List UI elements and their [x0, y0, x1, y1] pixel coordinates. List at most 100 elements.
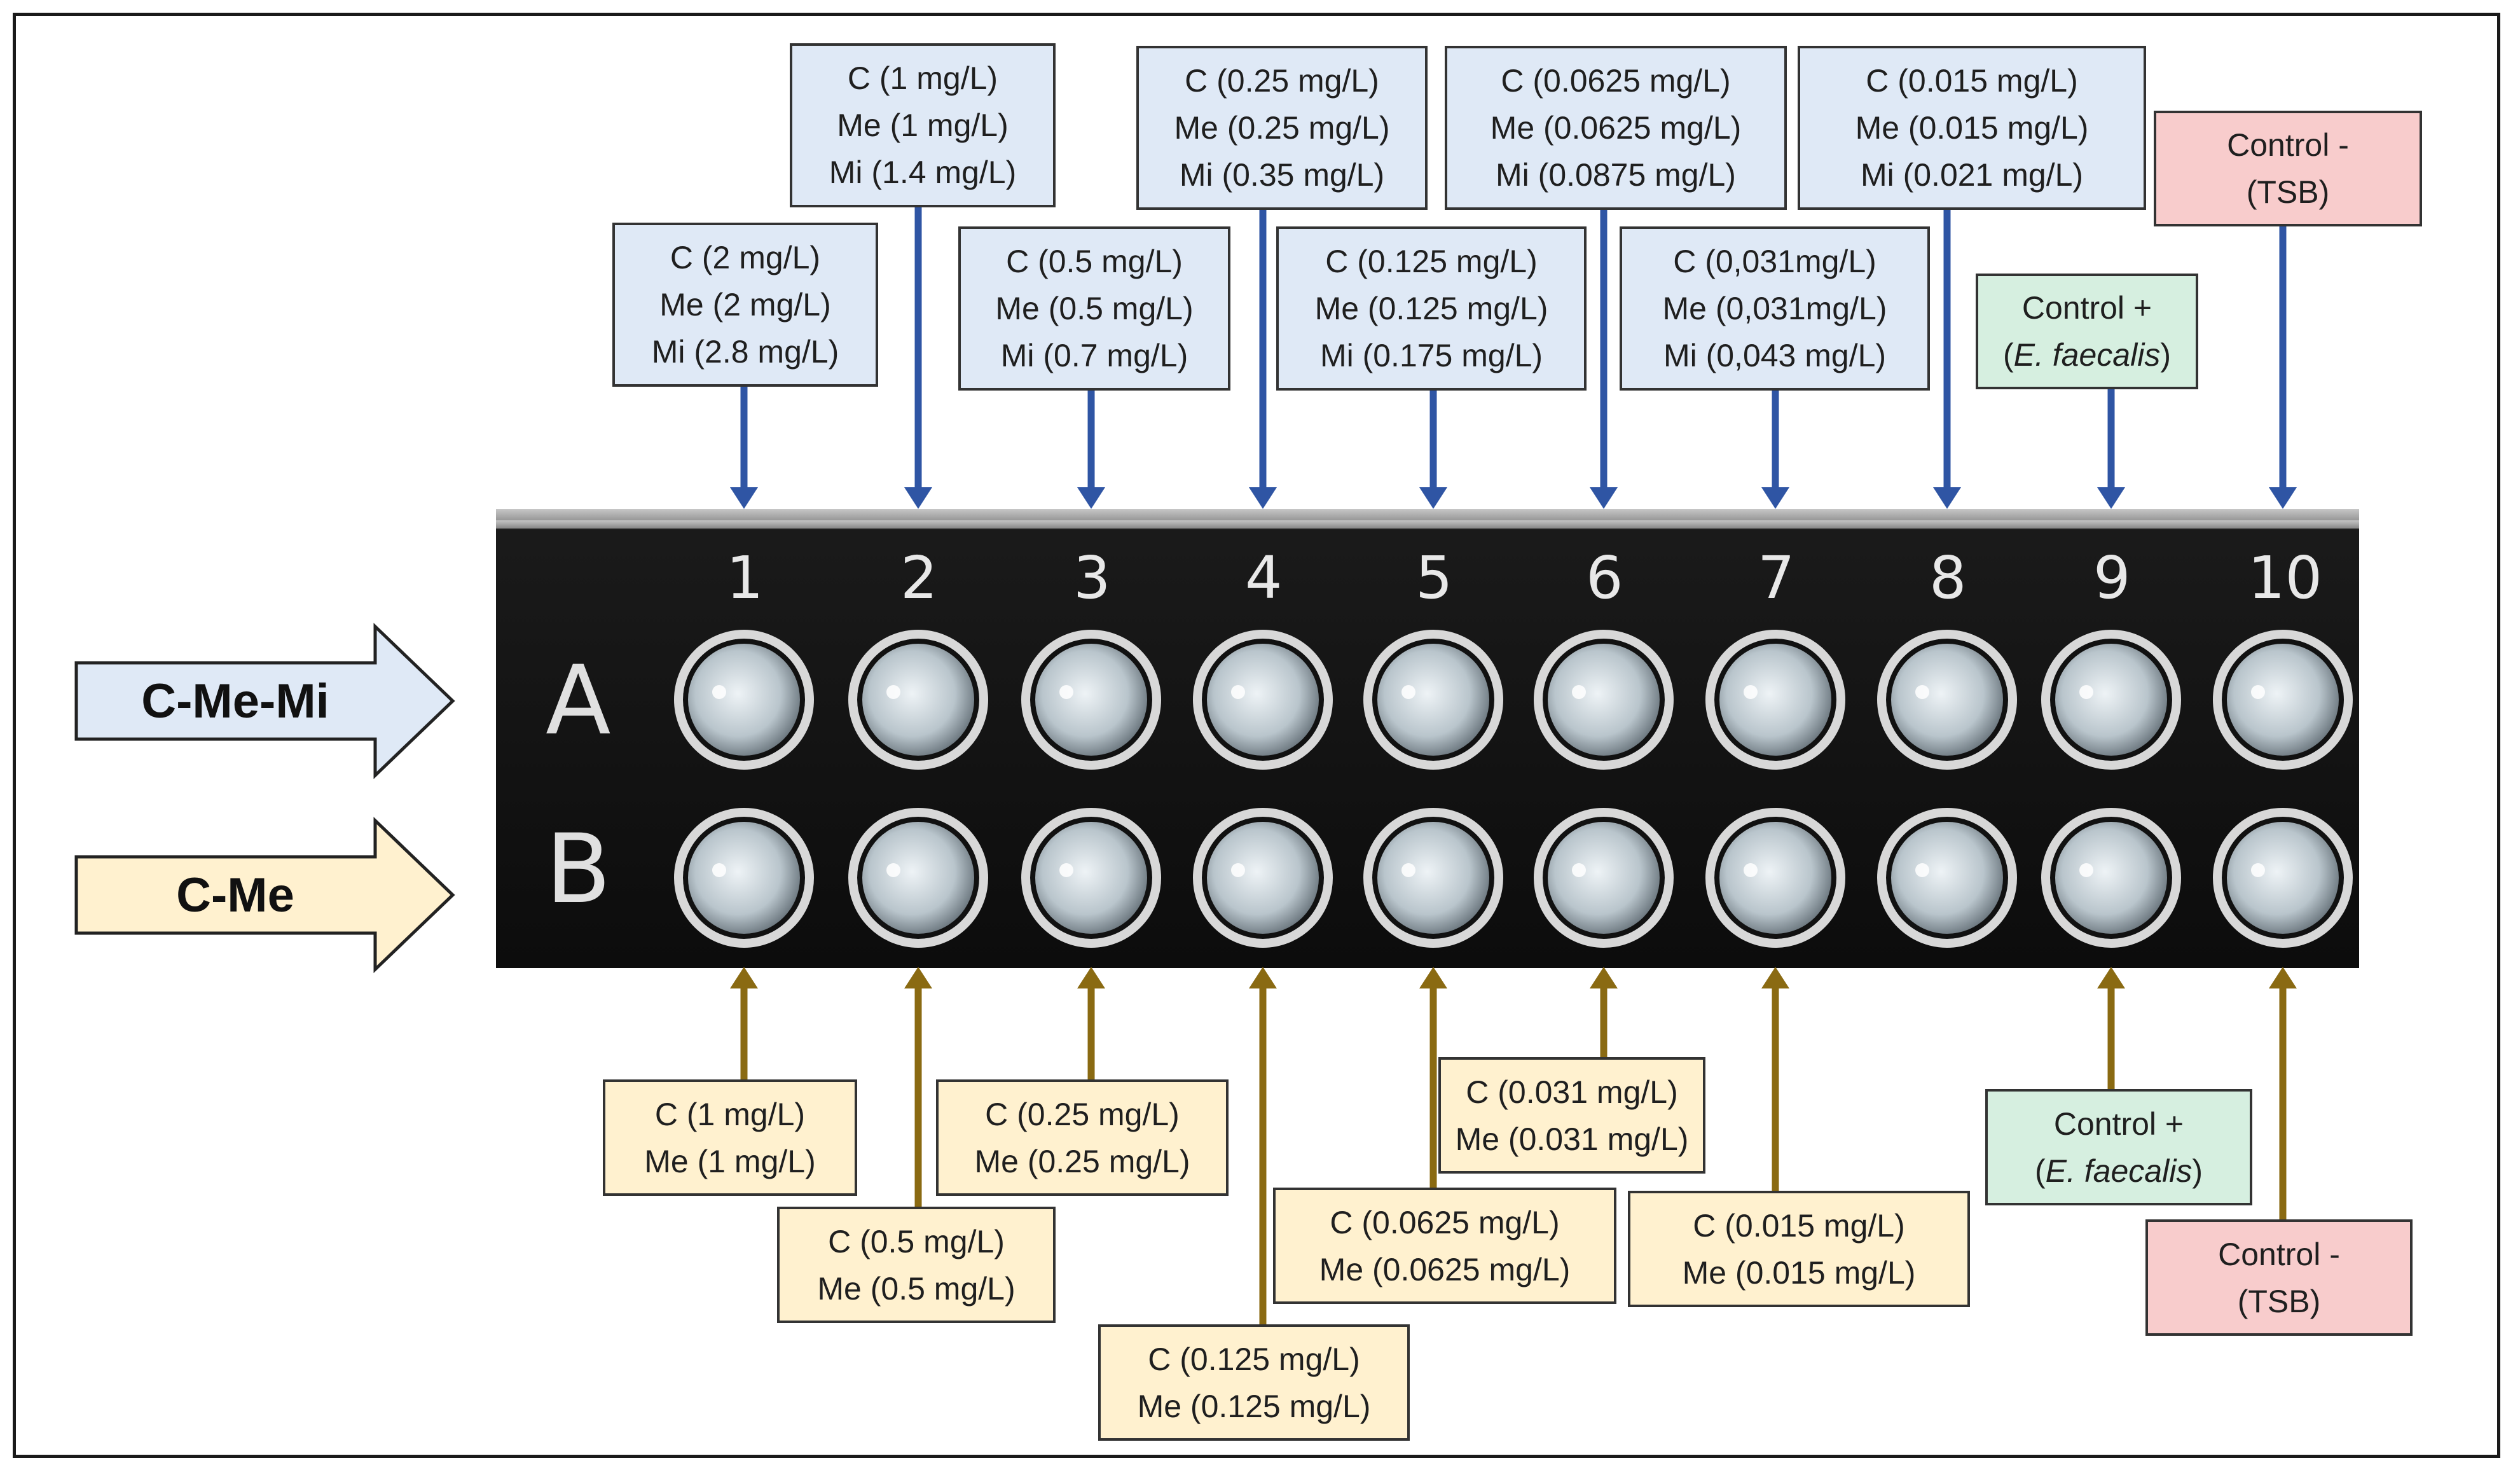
row-label-c-me-mi: C-Me-Mi	[141, 674, 329, 728]
top-label-2-line-3: Mi (1.4 mg/L)	[829, 155, 1017, 190]
bottom-label-4-line-1: C (0.125 mg/L)	[1148, 1341, 1360, 1377]
bottom-label-4-line-2: Me (0.125 mg/L)	[1137, 1388, 1371, 1424]
well-B8	[1877, 808, 2017, 948]
bottom-label-4: C (0.125 mg/L) Me (0.125 mg/L)	[1098, 1324, 1410, 1441]
bottom-label-1-line-1: C (1 mg/L)	[654, 1096, 806, 1132]
well-B3	[1021, 808, 1161, 948]
top-label-6-line-1: C (0.0625 mg/L)	[1501, 63, 1731, 99]
row-letter-a: A	[546, 646, 611, 756]
bottom-label-2: C (0.5 mg/L) Me (0.5 mg/L)	[777, 1207, 1056, 1323]
well-B9	[2041, 808, 2181, 948]
top-label-4: C (0.25 mg/L) Me (0.25 mg/L) Mi (0.35 mg…	[1136, 46, 1428, 210]
column-number-5: 5	[1415, 544, 1453, 612]
top-label-9-organism: E. faecalis	[2013, 337, 2161, 373]
bottom-label-7-line-2: Me (0.015 mg/L)	[1682, 1254, 1916, 1291]
top-label-3-line-1: C (0.5 mg/L)	[1006, 244, 1183, 279]
column-number-6: 6	[1586, 544, 1623, 612]
top-label-7: C (0,031mg/L) Me (0,031mg/L) Mi (0,043 m…	[1620, 226, 1930, 391]
top-label-1-line-1: C (2 mg/L)	[670, 240, 821, 275]
top-label-1-line-3: Mi (2.8 mg/L)	[651, 334, 839, 370]
bottom-label-2-line-1: C (0.5 mg/L)	[828, 1223, 1005, 1259]
well-A9	[2041, 630, 2181, 770]
top-label-8-line-3: Mi (0.021 mg/L)	[1860, 157, 2084, 193]
bottom-label-3-line-1: C (0.25 mg/L)	[985, 1096, 1180, 1132]
top-label-7-line-3: Mi (0,043 mg/L)	[1663, 338, 1887, 373]
bottom-label-5: C (0.0625 mg/L) Me (0.0625 mg/L)	[1273, 1188, 1616, 1304]
top-label-9-line-2: (E. faecalis)	[2003, 337, 2171, 373]
column-number-2: 2	[900, 544, 938, 612]
top-label-4-line-2: Me (0.25 mg/L)	[1174, 110, 1390, 146]
top-label-2-line-1: C (1 mg/L)	[847, 60, 998, 96]
c-me-mi-arrow	[74, 623, 455, 779]
well-A10	[2213, 630, 2353, 770]
row-letter-b: B	[546, 814, 611, 925]
top-label-10-line-2: (TSB)	[2246, 174, 2330, 210]
bottom-label-1: C (1 mg/L) Me (1 mg/L)	[603, 1079, 857, 1196]
top-label-5-line-3: Mi (0.175 mg/L)	[1319, 338, 1543, 373]
well-A6	[1534, 630, 1674, 770]
top-label-10: Control - (TSB)	[2154, 111, 2422, 226]
column-number-3: 3	[1073, 544, 1111, 612]
column-number-8: 8	[1929, 544, 1967, 612]
top-label-6-line-2: Me (0.0625 mg/L)	[1490, 110, 1742, 146]
bottom-label-7-line-1: C (0.015 mg/L)	[1693, 1207, 1905, 1244]
top-label-2: C (1 mg/L) Me (1 mg/L) Mi (1.4 mg/L)	[790, 43, 1056, 207]
well-B2	[848, 808, 988, 948]
well-A2	[848, 630, 988, 770]
bottom-label-3: C (0.25 mg/L) Me (0.25 mg/L)	[936, 1079, 1229, 1196]
bottom-label-9-line-1: Control -	[2218, 1236, 2340, 1272]
top-label-10-line-1: Control -	[2227, 127, 2349, 163]
bottom-label-5-line-1: C (0.0625 mg/L)	[1330, 1204, 1560, 1240]
well-B6	[1534, 808, 1674, 948]
bottom-label-2-line-2: Me (0.5 mg/L)	[817, 1270, 1016, 1307]
well-A7	[1705, 630, 1845, 770]
top-label-8-line-2: Me (0.015 mg/L)	[1855, 110, 2089, 146]
top-label-1: C (2 mg/L) Me (2 mg/L) Mi (2.8 mg/L)	[612, 223, 878, 387]
top-label-7-line-1: C (0,031mg/L)	[1673, 244, 1876, 279]
bottom-label-9-line-2: (TSB)	[2237, 1283, 2321, 1319]
well-B10	[2213, 808, 2353, 948]
well-B7	[1705, 808, 1845, 948]
bottom-label-8-line-2: (E. faecalis)	[2035, 1153, 2203, 1189]
bottom-label-8: Control + (E. faecalis)	[1985, 1089, 2252, 1205]
column-number-9: 9	[2093, 544, 2131, 612]
row-label-c-me: C-Me	[176, 868, 294, 922]
well-B5	[1363, 808, 1503, 948]
top-label-3: C (0.5 mg/L) Me (0.5 mg/L) Mi (0.7 mg/L)	[958, 226, 1230, 391]
top-label-3-line-2: Me (0.5 mg/L)	[995, 291, 1194, 326]
top-label-9: Control + (E. faecalis)	[1976, 274, 2198, 389]
top-label-3-line-3: Mi (0.7 mg/L)	[1000, 338, 1188, 373]
column-number-4: 4	[1245, 544, 1283, 612]
c-me-arrow	[74, 817, 455, 973]
well-A1	[674, 630, 814, 770]
well-A3	[1021, 630, 1161, 770]
well-B1	[674, 808, 814, 948]
top-label-6-line-3: Mi (0.0875 mg/L)	[1496, 157, 1736, 193]
bottom-label-8-organism: E. faecalis	[2045, 1153, 2193, 1189]
well-plate: A B 1 2 3 4 5 6 7 8 9 10	[496, 509, 2359, 968]
top-label-5-line-1: C (0.125 mg/L)	[1325, 244, 1538, 279]
column-number-7: 7	[1758, 544, 1795, 612]
top-label-8-line-1: C (0.015 mg/L)	[1866, 63, 2078, 99]
bottom-label-8-line-1: Control +	[2053, 1106, 2184, 1142]
column-number-1: 1	[726, 544, 764, 612]
top-label-6: C (0.0625 mg/L) Me (0.0625 mg/L) Mi (0.0…	[1445, 46, 1787, 210]
bottom-label-9: Control - (TSB)	[2145, 1219, 2413, 1336]
bottom-label-3-line-2: Me (0.25 mg/L)	[974, 1143, 1190, 1179]
top-label-5-line-2: Me (0.125 mg/L)	[1314, 291, 1548, 326]
bottom-label-1-line-2: Me (1 mg/L)	[644, 1143, 816, 1179]
well-B4	[1193, 808, 1333, 948]
top-label-8: C (0.015 mg/L) Me (0.015 mg/L) Mi (0.021…	[1798, 46, 2146, 210]
bottom-label-6-line-2: Me (0.031 mg/L)	[1455, 1121, 1689, 1157]
top-label-4-line-3: Mi (0.35 mg/L)	[1179, 157, 1385, 193]
plate-rail-inner	[496, 520, 2359, 529]
well-A8	[1877, 630, 2017, 770]
well-A4	[1193, 630, 1333, 770]
top-label-2-line-2: Me (1 mg/L)	[837, 107, 1009, 143]
top-label-7-line-2: Me (0,031mg/L)	[1662, 291, 1887, 326]
top-label-4-line-1: C (0.25 mg/L)	[1185, 63, 1379, 99]
bottom-label-6-line-1: C (0.031 mg/L)	[1466, 1074, 1678, 1110]
top-label-5: C (0.125 mg/L) Me (0.125 mg/L) Mi (0.175…	[1276, 226, 1587, 391]
column-number-10: 10	[2248, 544, 2323, 612]
